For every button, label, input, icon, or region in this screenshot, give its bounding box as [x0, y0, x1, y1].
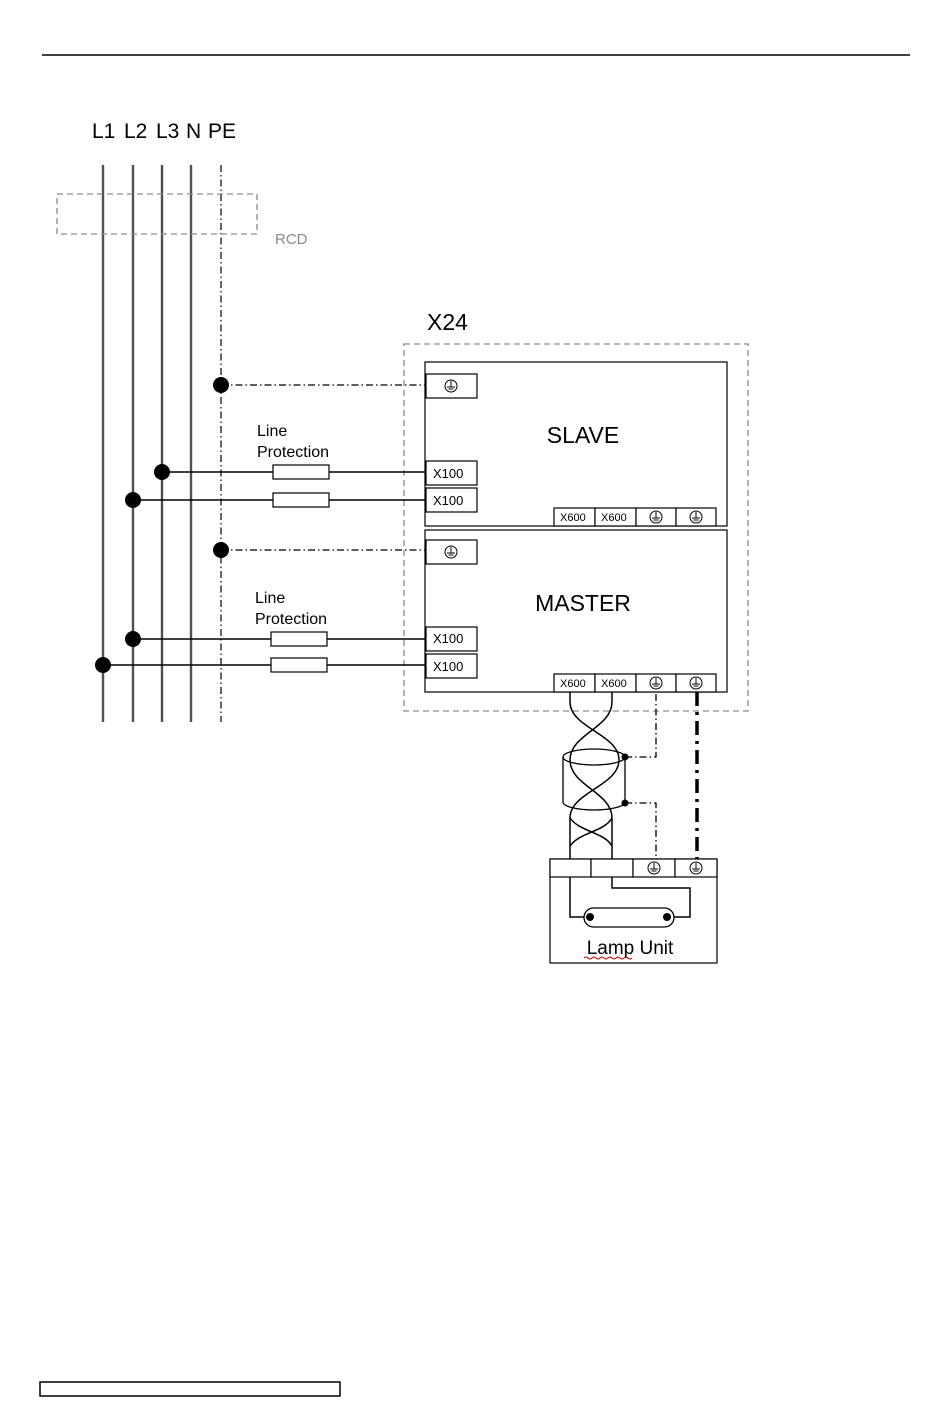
junction-dot — [586, 913, 594, 921]
master-unit: MASTER X100 X100 X600 X600 — [425, 530, 727, 692]
junction-dot — [622, 754, 629, 761]
master-title: MASTER — [535, 590, 631, 616]
shield-earth-link-2 — [625, 803, 656, 860]
master-protection-label-1: Line — [255, 590, 285, 607]
slave-fuse-1 — [273, 465, 329, 479]
junction-dot — [95, 657, 111, 673]
slave-x600-label-1: X600 — [560, 512, 586, 524]
junction-dot — [663, 913, 671, 921]
bus-label-l1: L1 — [92, 120, 115, 143]
twisted-pair-cable — [570, 692, 619, 860]
rcd-label: RCD — [275, 231, 308, 248]
master-x100-label-1: X100 — [433, 631, 463, 646]
bus-label-n: N — [186, 120, 201, 143]
junction-dot — [125, 492, 141, 508]
shield-earth-link-1 — [625, 692, 656, 757]
junction-dot — [213, 542, 229, 558]
lamp-terminal-1 — [550, 859, 591, 877]
master-x600-label-1: X600 — [560, 678, 586, 690]
rcd-box — [57, 194, 257, 234]
footer-box — [40, 1382, 340, 1396]
lamp-unit-label: Lamp Unit — [587, 938, 674, 959]
bus-label-l2: L2 — [124, 120, 147, 143]
lamp-tube — [584, 908, 674, 927]
junction-dot — [213, 377, 229, 393]
bus-label-l3: L3 — [156, 120, 179, 143]
lamp-terminal-2 — [591, 859, 633, 877]
cable-shield — [563, 749, 625, 810]
master-fuse-1 — [271, 632, 327, 646]
master-fuse-2 — [271, 658, 327, 672]
lamp-unit: Lamp Unit — [550, 859, 717, 963]
master-x100-label-2: X100 — [433, 659, 463, 674]
slave-unit: SLAVE X100 X100 X600 X600 — [425, 362, 727, 526]
slave-fuse-2 — [273, 493, 329, 507]
slave-protection-label-1: Line — [257, 423, 287, 440]
bus-label-pe: PE — [208, 120, 236, 143]
junction-dot — [125, 631, 141, 647]
slave-title: SLAVE — [547, 422, 619, 448]
master-protection-label-2: Protection — [255, 611, 327, 628]
master-x600-label-2: X600 — [601, 678, 627, 690]
slave-protection-label-2: Protection — [257, 444, 329, 461]
slave-x600-label-2: X600 — [601, 512, 627, 524]
junction-dot — [154, 464, 170, 480]
junction-dot — [622, 800, 629, 807]
cabinet-label: X24 — [427, 309, 468, 335]
slave-x100-label-1: X100 — [433, 466, 463, 481]
slave-x100-label-2: X100 — [433, 493, 463, 508]
